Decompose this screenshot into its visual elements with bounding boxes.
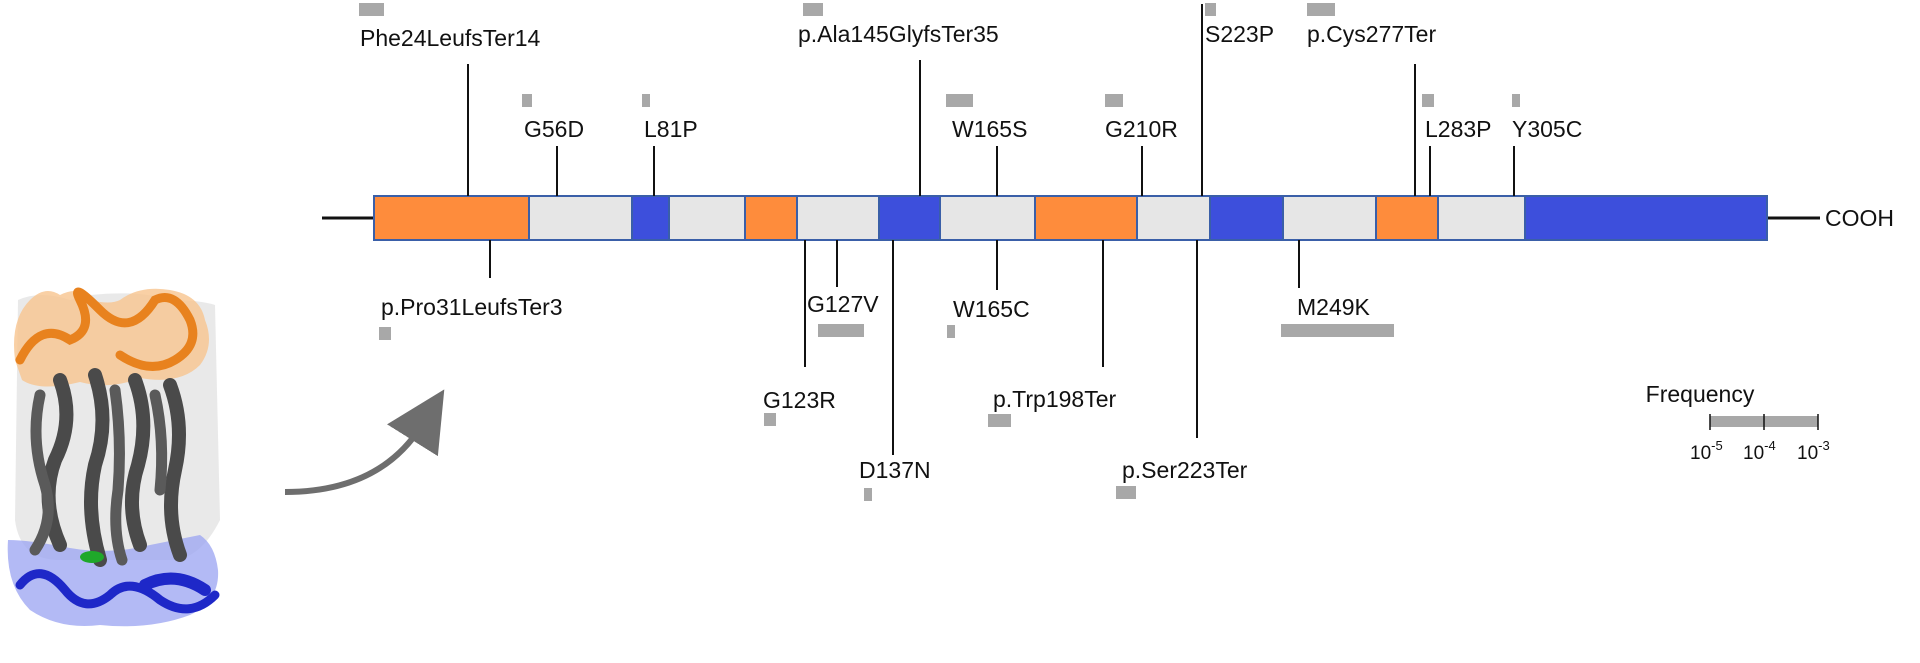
variant-label: Y305C — [1512, 116, 1582, 142]
domain-segment-blue — [631, 195, 670, 241]
domain-segment-blue — [1524, 195, 1768, 241]
curved-arrow — [284, 389, 445, 495]
variant-label: G123R — [763, 387, 836, 413]
variant-frequency-bar — [359, 3, 384, 16]
domain-segment-grey — [528, 195, 633, 241]
variant-frequency-bar — [1307, 3, 1335, 16]
domain-segment-grey — [939, 195, 1036, 241]
transmembrane-helix — [149, 389, 168, 496]
variant-label: M249K — [1297, 294, 1371, 320]
domain-segment-grey — [1437, 195, 1526, 241]
variant-frequency-bar — [1422, 94, 1434, 107]
transmembrane-helix — [109, 384, 128, 566]
domain-segment-grey — [796, 195, 880, 241]
variant-label: p.Cys277Ter — [1307, 21, 1436, 47]
variant-label: p.Trp198Ter — [993, 386, 1116, 412]
variant-frequency-bar — [1105, 94, 1123, 107]
variant-frequency-bar — [522, 94, 532, 107]
transmembrane-helix — [84, 368, 110, 567]
variant-frequency-bar — [1281, 324, 1394, 337]
variant-frequency-bar — [946, 94, 973, 107]
domain-segment-grey — [1136, 195, 1211, 241]
protein-structure-illustration — [7, 287, 220, 627]
variant-frequency-bar — [642, 94, 650, 107]
domain-bar — [373, 195, 1768, 241]
domain-segment-orange — [744, 195, 798, 241]
highlighted-residue — [80, 551, 104, 563]
variant-label: W165C — [953, 296, 1030, 322]
domain-segment-orange — [1375, 195, 1439, 241]
variant-label: L81P — [644, 116, 698, 142]
domain-segment-grey — [668, 195, 746, 241]
legend-title: Frequency — [1646, 381, 1755, 407]
domain-segment-grey — [1282, 195, 1377, 241]
variant-frequency-bar — [764, 413, 776, 426]
transmembrane-helix — [29, 389, 54, 556]
transmembrane-helix — [125, 373, 151, 552]
variant-label: G210R — [1105, 116, 1178, 142]
variant-frequency-bar — [988, 414, 1011, 427]
legend-tick-label: 10-3 — [1797, 438, 1830, 464]
domain-segment-orange — [1034, 195, 1138, 241]
intracellular-loop — [15, 569, 220, 614]
frequency-legend: Frequency 10-5 10-4 10-3 — [1646, 381, 1830, 464]
variant-frequency-bar — [1116, 486, 1136, 499]
variant-label: D137N — [859, 457, 931, 483]
variant-frequency-bar — [1205, 3, 1216, 16]
variant-frequency-bar — [818, 324, 864, 337]
legend-tick-labels: 10-5 10-4 10-3 — [1690, 438, 1830, 464]
variant-frequency-bar — [1512, 94, 1520, 107]
variant-label: Phe24LeufsTer14 — [360, 25, 541, 51]
domain-segment-blue — [1209, 195, 1284, 241]
transmembrane-helix — [163, 378, 187, 562]
variant-label: p.Ser223Ter — [1122, 457, 1248, 483]
extracellular-loop — [15, 287, 198, 371]
variant-label: L283P — [1425, 116, 1492, 142]
variant-frequency-bar — [947, 325, 955, 338]
variant-label: G56D — [524, 116, 584, 142]
variant-frequency-bar — [864, 488, 872, 501]
variant-label: p.Ala145GlyfsTer35 — [798, 21, 999, 47]
legend-tick-label: 10-5 — [1690, 438, 1723, 464]
variant-label: p.Pro31LeufsTer3 — [381, 294, 563, 320]
variant-frequency-bar — [803, 3, 823, 16]
variant-label: W165S — [952, 116, 1027, 142]
c-terminus-label: COOH — [1825, 205, 1894, 231]
variant-frequency-bar — [379, 327, 391, 340]
variant-label: G127V — [807, 291, 879, 317]
domain-segment-orange — [373, 195, 530, 241]
domain-segment-blue — [878, 195, 941, 241]
variant-label: S223P — [1205, 21, 1274, 47]
intracellular-helix — [139, 572, 211, 596]
legend-tick-label: 10-4 — [1743, 438, 1776, 464]
